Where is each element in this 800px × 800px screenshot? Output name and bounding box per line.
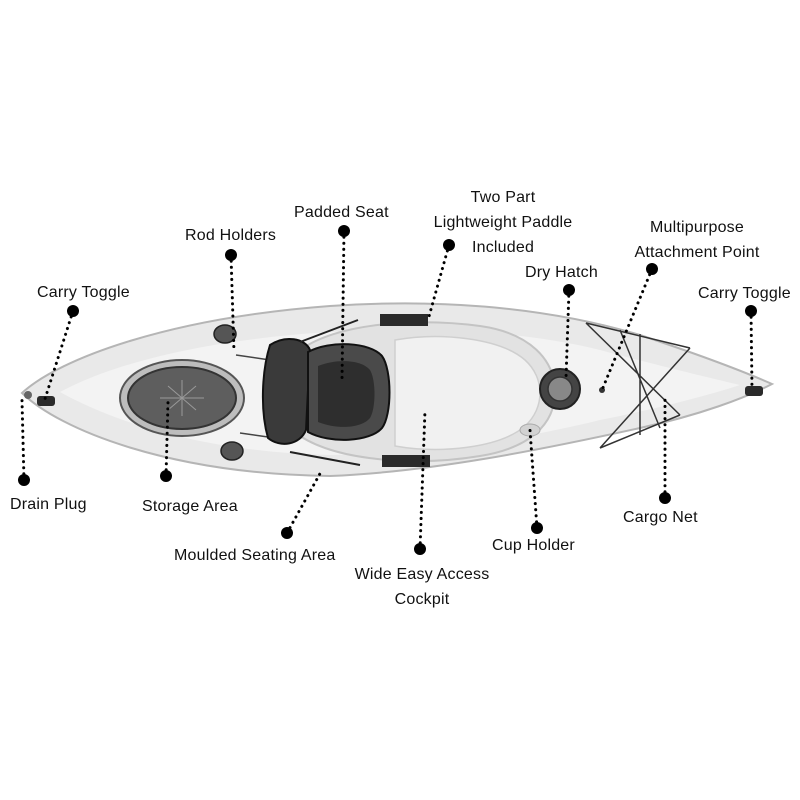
leader-drain-plug (20, 398, 26, 482)
label-drain-plug: Drain Plug (10, 496, 87, 513)
storage-hatch-star (160, 380, 204, 416)
dot-icon (659, 492, 671, 504)
rod-holder-bungee-2 (239, 432, 269, 438)
label-cockpit: Wide Easy Access Cockpit (354, 566, 490, 608)
leader-carry-toggle-left (42, 309, 75, 404)
dot-icon (443, 239, 455, 251)
rod-holder-rear (220, 441, 244, 461)
label-cup-holder: Cup Holder (492, 537, 575, 554)
dot-icon (281, 527, 293, 539)
dry-hatch-lid (547, 376, 573, 402)
seat-strap-top (299, 319, 359, 343)
dot-icon (563, 284, 575, 296)
dot-icon (646, 263, 658, 275)
label-cargo-net: Cargo Net (623, 509, 698, 526)
paddle-strap-bottom (382, 455, 430, 467)
seat-cushion-inner (318, 361, 375, 427)
dot-icon (745, 305, 757, 317)
leader-storage-area (164, 400, 170, 478)
label-dry-hatch: Dry Hatch (525, 264, 598, 281)
carry-toggle-right-handle (745, 386, 763, 396)
label-rod-holders: Rod Holders (185, 227, 277, 244)
leader-padded-seat (340, 229, 346, 382)
cockpit-floor (394, 335, 541, 451)
dot-icon (18, 474, 30, 486)
label-attachment-point: Multipurpose Attachment Point (634, 219, 760, 261)
seat-strap-bottom (289, 451, 361, 466)
label-moulded-seating: Moulded Seating Area (174, 547, 336, 564)
dot-icon (225, 249, 237, 261)
seat-back (261, 338, 312, 445)
drain-plug-fitting (24, 391, 32, 399)
leader-carry-toggle-right (749, 309, 754, 390)
dot-icon (531, 522, 543, 534)
rod-holder-bungee-1 (235, 354, 271, 361)
leader-attachment (600, 267, 654, 392)
carry-toggle-left-handle (37, 396, 55, 406)
dot-icon (338, 225, 350, 237)
label-carry-toggle-right: Carry Toggle (698, 285, 791, 302)
leader-cup-holder (528, 428, 539, 530)
dot-icon (67, 305, 79, 317)
dot-icon (414, 543, 426, 555)
paddle-strap-top (380, 314, 428, 326)
leader-cockpit (418, 408, 427, 551)
leader-dry-hatch (564, 288, 571, 380)
leader-paddle (426, 243, 451, 322)
leader-rod-holders (229, 253, 236, 354)
label-carry-toggle-left: Carry Toggle (37, 284, 130, 301)
label-padded-seat: Padded Seat (294, 204, 389, 221)
rod-holder-front (213, 324, 237, 344)
label-storage-area: Storage Area (142, 498, 238, 515)
dot-icon (160, 470, 172, 482)
cargo-net (585, 322, 691, 449)
label-paddle: Two Part Lightweight Paddle Included (433, 189, 573, 256)
leader-moulded-seating (285, 468, 324, 535)
